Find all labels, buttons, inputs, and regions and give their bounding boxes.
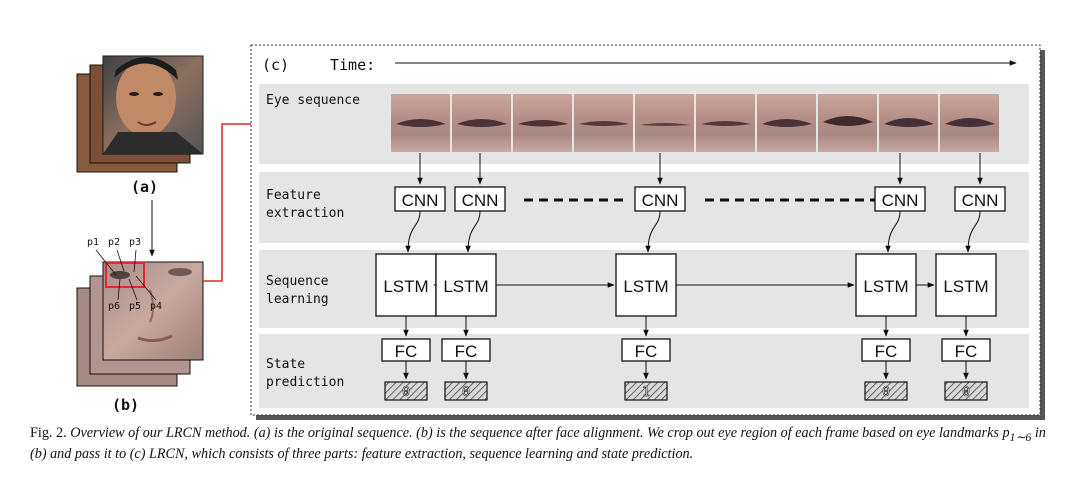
row-label-sequence: Sequence bbox=[266, 274, 329, 289]
prediction-value: 0 bbox=[462, 385, 470, 400]
eye-frame bbox=[879, 94, 938, 152]
eye-frame bbox=[391, 94, 450, 152]
cnn-box bbox=[874, 186, 926, 212]
landmark-p2: p2 bbox=[108, 237, 120, 248]
figure-caption: Fig. 2. Overview of our LRCN method. (a)… bbox=[30, 425, 1060, 464]
cnn-label: CNN bbox=[642, 191, 679, 210]
cnn-to-lstm-arrow bbox=[885, 210, 901, 253]
row-label-extraction: extraction bbox=[266, 206, 344, 221]
cnn-to-lstm-arrow bbox=[465, 210, 481, 253]
landmark-p6: p6 bbox=[108, 301, 120, 312]
cnn-label: CNN bbox=[962, 191, 999, 210]
eye-frame bbox=[696, 94, 755, 152]
eye-crop-box bbox=[105, 262, 145, 288]
figure-diagram: (a) p1 p2 p3 p6 p5 p4 (b) (c) Time: bbox=[76, 44, 1045, 420]
prediction-box bbox=[624, 381, 668, 401]
lstm-label: LSTM bbox=[943, 277, 988, 296]
cnn-label: CNN bbox=[882, 191, 919, 210]
panel-c-label: (c) bbox=[262, 56, 289, 74]
prediction-value: 0 bbox=[882, 385, 890, 400]
time-label: Time: bbox=[330, 56, 375, 74]
lstm-label: LSTM bbox=[623, 277, 668, 296]
caption-lead: Fig. 2. bbox=[30, 425, 67, 441]
lstm-box bbox=[435, 253, 497, 317]
row-label-feature: Feature bbox=[266, 188, 321, 203]
pipeline-columns: CNN LSTM FC 0 CNN LSTM FC 0 CNN LSTM FC 1 CNN LSTM FC 0… bbox=[375, 153, 1006, 401]
prediction-box bbox=[944, 381, 988, 401]
fc-label: FC bbox=[955, 342, 978, 361]
cnn-label: CNN bbox=[402, 191, 439, 210]
eye-frames bbox=[391, 94, 999, 152]
fc-label: FC bbox=[395, 342, 418, 361]
prediction-box bbox=[444, 381, 488, 401]
lstm-label: LSTM bbox=[443, 277, 488, 296]
eye-frame bbox=[452, 94, 511, 152]
caption-text-1: Overview of our LRCN method. (a) is the … bbox=[70, 425, 1003, 441]
landmark-p1: p1 bbox=[87, 237, 99, 248]
landmark-p4: p4 bbox=[150, 301, 162, 312]
prediction-box bbox=[864, 381, 908, 401]
lstm-label: LSTM bbox=[383, 277, 428, 296]
lstm-box bbox=[935, 253, 997, 317]
prediction-value: 0 bbox=[962, 385, 970, 400]
caption-math: p bbox=[1002, 425, 1010, 441]
fc-label: FC bbox=[455, 342, 478, 361]
eye-frame bbox=[940, 94, 999, 152]
landmark-lines bbox=[95, 249, 157, 301]
row-label-learning: learning bbox=[266, 292, 329, 307]
lstm-box bbox=[615, 253, 677, 317]
cnn-to-lstm-arrow bbox=[965, 210, 981, 253]
eye-frame bbox=[818, 94, 877, 152]
cnn-to-lstm-arrow bbox=[645, 210, 661, 253]
cnn-box bbox=[394, 186, 446, 212]
cnn-to-lstm-arrow bbox=[405, 210, 421, 253]
caption-math-sub: 1∼6 bbox=[1009, 429, 1032, 444]
panel-a-frames bbox=[76, 55, 204, 173]
lstm-label: LSTM bbox=[863, 277, 908, 296]
prediction-value: 0 bbox=[402, 385, 410, 400]
panel-b-label: (b) bbox=[112, 396, 139, 414]
eye-frame bbox=[757, 94, 816, 152]
eye-frame bbox=[574, 94, 633, 152]
fc-label: FC bbox=[635, 342, 658, 361]
panel-a-label: (a) bbox=[131, 178, 158, 196]
lstm-box bbox=[375, 253, 437, 317]
eye-frame bbox=[513, 94, 572, 152]
caption-text-2: in (b) and pass it to (c) LRCN, which co… bbox=[30, 425, 1046, 463]
fc-label: FC bbox=[875, 342, 898, 361]
row-label-eye-sequence: Eye sequence bbox=[266, 93, 360, 108]
landmark-p5: p5 bbox=[129, 301, 141, 312]
cnn-box bbox=[954, 186, 1006, 212]
row-label-state: State bbox=[266, 357, 305, 372]
cnn-label: CNN bbox=[462, 191, 499, 210]
landmark-p3: p3 bbox=[129, 237, 141, 248]
prediction-value: 1 bbox=[642, 385, 650, 400]
eye-frame bbox=[635, 94, 694, 152]
prediction-box bbox=[384, 381, 428, 401]
row-label-prediction: prediction bbox=[266, 375, 344, 390]
cnn-box bbox=[634, 186, 686, 212]
panel-b-frames bbox=[76, 261, 204, 387]
lstm-box bbox=[855, 253, 917, 317]
